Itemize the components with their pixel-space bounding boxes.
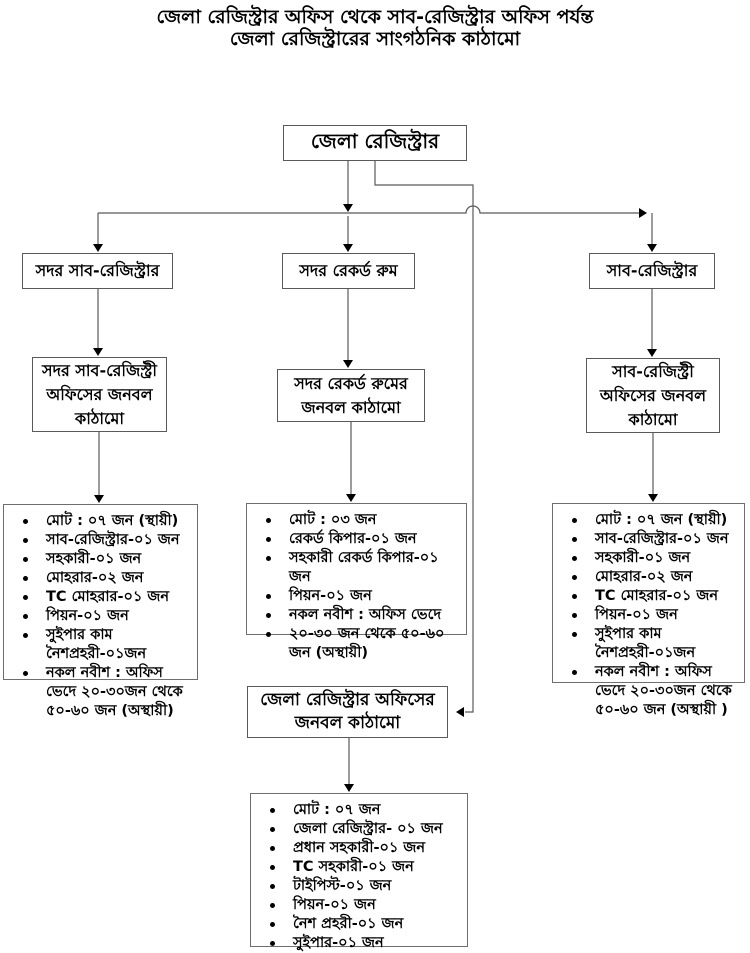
list-item: TC সহকারী-০১ জন <box>251 858 465 877</box>
list-item: পিয়ন-০১ জন <box>4 607 195 626</box>
list-item: টাইপিস্ট-০১ জন <box>251 877 465 896</box>
list-item: মোহরার-০২ জন <box>4 569 195 588</box>
list-item: পিয়ন-০১ জন <box>251 896 465 915</box>
node-sadar-sub-registrar: সদর সাব-রেজিস্ট্রার <box>22 253 173 289</box>
line-horizontal-bus <box>98 205 640 214</box>
list-item: নকল নবীশ : অফিস ভেদে <box>247 606 464 625</box>
list-item: সাব-রেজিস্ট্রার-০১ জন <box>553 530 742 549</box>
node-district-registrar: জেলা রেজিস্ট্রার <box>283 125 467 161</box>
list-sub-registry-staff: মোট : ০৭ জন (স্থায়ী) সাব-রেজিস্ট্রার-০১… <box>552 503 745 718</box>
list-item: পিয়ন-০১ জন <box>247 587 464 606</box>
arrow-right-branch <box>639 208 647 218</box>
list-item: প্রধান সহকারী-০১ জন <box>251 839 465 858</box>
list-item: TC মোহরার-০১ জন <box>4 588 195 607</box>
list-district-office-staff: মোট : ০৭ জন জেলা রেজিস্ট্রার- ০১ জন প্রধ… <box>250 793 468 951</box>
list-item: মোট : ০৭ জন (স্থায়ী) <box>4 512 195 531</box>
list-record-room-staff: মোট : ০৩ জন রেকর্ড কিপার-০১ জন সহকারী রে… <box>246 503 467 661</box>
node-sadar-record-room: সদর রেকর্ড রুম <box>282 253 415 289</box>
list-item: নৈশ প্রহরী-০১ জন <box>251 915 465 934</box>
list-item: মোট : ০৭ জন <box>251 801 465 820</box>
node-sadar-record-room-staff: সদর রেকর্ড রুমের জনবল কাঠামো <box>277 369 425 422</box>
list-item: সহকারী-০১ জন <box>553 549 742 568</box>
list-item: TC মোহরার-০১ জন <box>553 587 742 606</box>
node-sadar-sub-registry-office-staff: সদর সাব-রেজিস্ট্রী অফিসের জনবল কাঠামো <box>32 357 167 432</box>
page-title-line-2: জেলা রেজিস্ট্রারের সাংগঠনিক কাঠামো <box>229 28 521 50</box>
list-item: রেকর্ড কিপার-০১ জন <box>247 530 464 549</box>
list-item: সহকারী-০১ জন <box>4 550 195 569</box>
list-item: ২০-৩০ জন থেকে ৫০-৬০ জন (অস্থায়ী) <box>247 625 464 663</box>
node-district-registrar-office-staff: জেলা রেজিস্ট্রার অফিসের জনবল কাঠামো <box>247 686 448 738</box>
list-item: নকল নবীশ : অফিস ভেদে ২০-৩০জন থেকে ৫০-৬০ … <box>4 664 195 721</box>
arrow-junction <box>343 204 353 212</box>
list-item: সহকারী রেকর্ড কিপার-০১ জন <box>247 549 464 587</box>
list-item: মোট : ০৭ জন (স্থায়ী) <box>553 511 742 530</box>
node-sub-registrar: সাব-রেজিস্ট্রার <box>589 253 715 289</box>
list-item: সুইপার-০১ জন <box>251 934 465 953</box>
list-item: সাব-রেজিস্ট্রার-০১ জন <box>4 531 195 550</box>
list-sadar-sub-registry-staff: মোট : ০৭ জন (স্থায়ী) সাব-রেজিস্ট্রার-০১… <box>3 504 198 719</box>
list-item: মোহরার-০২ জন <box>553 568 742 587</box>
list-item: নকল নবীশ : অফিস ভেদে ২০-৩০জন থেকে ৫০-৬০ … <box>553 663 742 720</box>
page-title-line-1: জেলা রেজিস্ট্রার অফিস থেকে সাব-রেজিস্ট্র… <box>156 6 594 28</box>
node-sub-registry-office-staff: সাব-রেজিস্ট্রী অফিসের জনবল কাঠামো <box>586 358 720 433</box>
list-item: মোট : ০৩ জন <box>247 511 464 530</box>
list-item: সুইপার কাম নৈশপ্রহরী-০১জন <box>4 626 195 664</box>
list-item: পিয়ন-০১ জন <box>553 606 742 625</box>
list-item: সুইপার কাম নৈশপ্রহরী-০১জন <box>553 625 742 663</box>
arrow-into-bottom-box <box>456 707 464 717</box>
list-item: জেলা রেজিস্ট্রার- ০১ জন <box>251 820 465 839</box>
